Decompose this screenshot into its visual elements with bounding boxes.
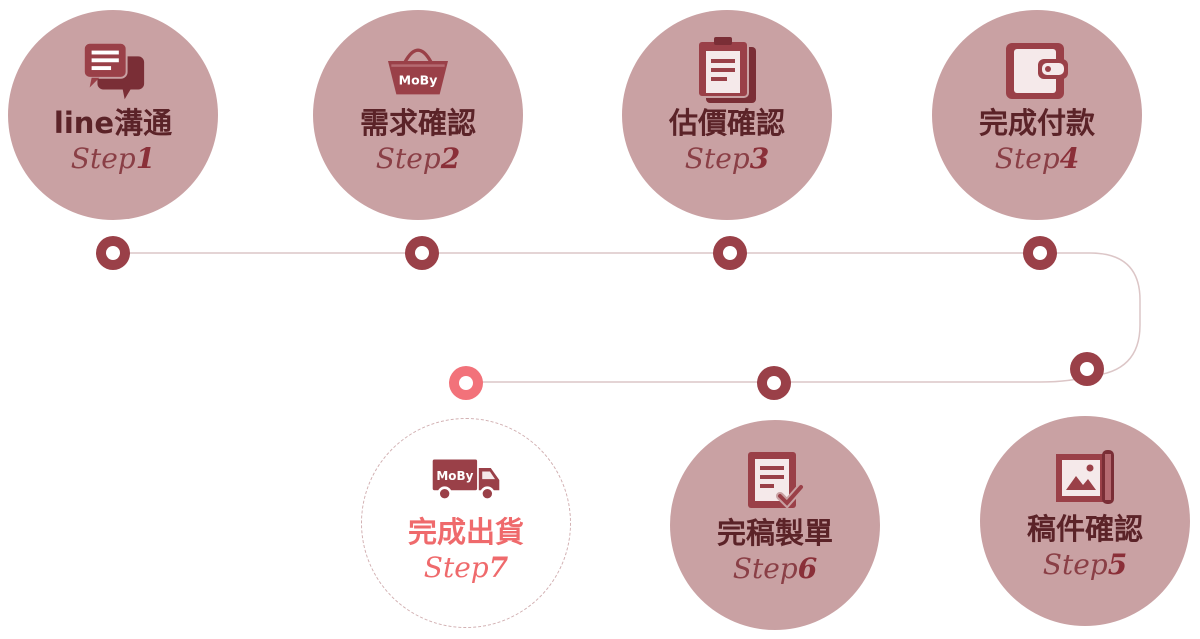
step-label: Step4	[995, 142, 1079, 176]
document-check-icon	[740, 446, 810, 516]
step-word: Step	[423, 551, 489, 584]
step-word: Step	[375, 142, 441, 175]
step-card-2: MoBy 需求確認 Step2	[313, 10, 523, 220]
step-card-4: 完成付款 Step4	[932, 10, 1142, 220]
step-number: 3	[749, 142, 770, 175]
step-label: Step5	[1043, 548, 1127, 582]
step-word: Step	[994, 142, 1060, 175]
step-label: Step3	[685, 142, 769, 176]
shopping-basket-icon: MoBy	[383, 36, 453, 106]
step-number: 2	[440, 142, 461, 175]
image-scroll-icon	[1050, 442, 1120, 512]
step-card-5: 稿件確認 Step5	[980, 416, 1190, 626]
step-number: 1	[135, 142, 156, 175]
step-label: Step6	[733, 552, 817, 586]
timeline-node-7	[449, 366, 483, 400]
timeline-node-5	[1070, 352, 1104, 386]
timeline-node-1	[96, 236, 130, 270]
chat-bubbles-icon	[78, 36, 148, 106]
basket-brand-text: MoBy	[399, 72, 438, 87]
step-number: 7	[488, 551, 509, 584]
wallet-icon	[1002, 36, 1072, 106]
step-number: 4	[1059, 142, 1080, 175]
step-card-6: 完稿製單 Step6	[670, 420, 880, 630]
timeline-node-6	[757, 366, 791, 400]
step-title: 稿件確認	[1026, 512, 1143, 546]
truck-brand-text: MoBy	[436, 469, 473, 483]
step-number: 5	[1107, 548, 1128, 581]
step-card-7: MoBy 完成出貨 Step7	[361, 418, 571, 628]
step-card-3: 估價確認 Step3	[622, 10, 832, 220]
timeline-node-2	[405, 236, 439, 270]
timeline-node-3	[713, 236, 747, 270]
step-word: Step	[70, 142, 136, 175]
step-label: Step2	[376, 142, 460, 176]
timeline-node-4	[1023, 236, 1057, 270]
step-label: Step1	[71, 142, 155, 176]
delivery-truck-icon: MoBy	[431, 445, 501, 515]
step-title: line溝通	[53, 106, 173, 140]
step-word: Step	[684, 142, 750, 175]
step-label: Step7	[424, 551, 508, 585]
step-title: 需求確認	[359, 106, 476, 140]
step-word: Step	[1042, 548, 1108, 581]
step-title: 估價確認	[668, 106, 785, 140]
step-title: 完稿製單	[716, 516, 833, 550]
step-number: 6	[797, 552, 818, 585]
step-card-1: line溝通 Step1	[8, 10, 218, 220]
step-word: Step	[732, 552, 798, 585]
step-title: 完成付款	[978, 106, 1095, 140]
step-title: 完成出貨	[407, 515, 524, 549]
clipboard-icon	[692, 36, 762, 106]
track-line-return	[470, 252, 1141, 383]
